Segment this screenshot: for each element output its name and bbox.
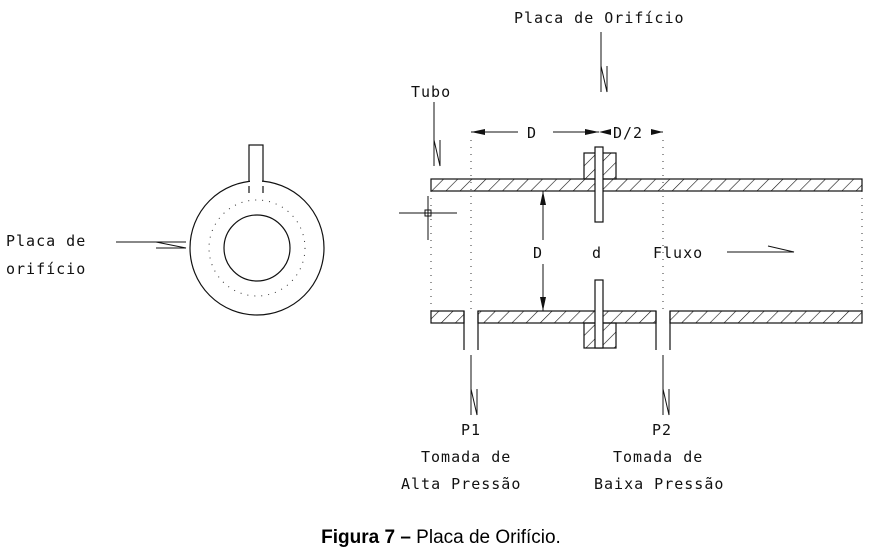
p2-label: P2 xyxy=(652,421,672,439)
placa-top-label: Placa de Orifício xyxy=(514,9,685,27)
dim-D2-arrow-right xyxy=(651,129,663,135)
dim-Dv-label: D xyxy=(533,244,543,262)
tubo-arrow xyxy=(433,139,441,167)
placa-left-arrow xyxy=(155,241,187,249)
tubo-label: Tubo xyxy=(411,83,451,101)
dim-D-arrow-right xyxy=(585,129,599,135)
placa-left-label-line2: orifício xyxy=(6,260,86,278)
orifice-bore xyxy=(223,214,291,282)
p2-desc-line2: Baixa Pressão xyxy=(594,475,724,493)
caption-number: Figura 7 – xyxy=(321,527,411,548)
placa-left-label-line1: Placa de xyxy=(6,232,86,250)
dim-Dv-arrow-bottom xyxy=(540,297,546,311)
orifice-plate-front-view xyxy=(116,144,325,316)
dim-D-arrow-left xyxy=(471,129,485,135)
p1-label: P1 xyxy=(461,421,481,439)
p2-arrow xyxy=(662,388,670,416)
dim-D2-label: D/2 xyxy=(613,124,643,142)
pipe-wall-bottom-a xyxy=(430,310,465,324)
dim-d-label: d xyxy=(592,244,602,262)
bolt-circle xyxy=(208,199,306,297)
pipe-wall-bottom-c xyxy=(669,310,863,324)
fluxo-arrow xyxy=(767,245,795,253)
orifice-plate-upper xyxy=(594,146,604,223)
p2-desc-line1: Tomada de xyxy=(613,448,703,466)
caption-text: Placa de Orifício. xyxy=(410,527,561,548)
p1-arrow xyxy=(470,388,478,416)
pipe-section xyxy=(399,32,863,416)
dim-D-label: D xyxy=(527,124,537,142)
p1-desc-line1: Tomada de xyxy=(421,448,511,466)
fluxo-label: Fluxo xyxy=(653,244,703,262)
pipe-wall-top xyxy=(430,178,863,192)
pipe-wall-bottom-b xyxy=(477,310,657,324)
orifice-plate-lower xyxy=(594,279,604,349)
placa-top-arrow xyxy=(600,65,608,93)
dim-D2-arrow-left xyxy=(599,129,611,135)
figure-caption: Figura 7 – Placa de Orifício. xyxy=(0,527,882,549)
p1-desc-line2: Alta Pressão xyxy=(401,475,521,493)
dim-Dv-arrow-top xyxy=(540,191,546,205)
crosshair-box xyxy=(424,209,432,217)
